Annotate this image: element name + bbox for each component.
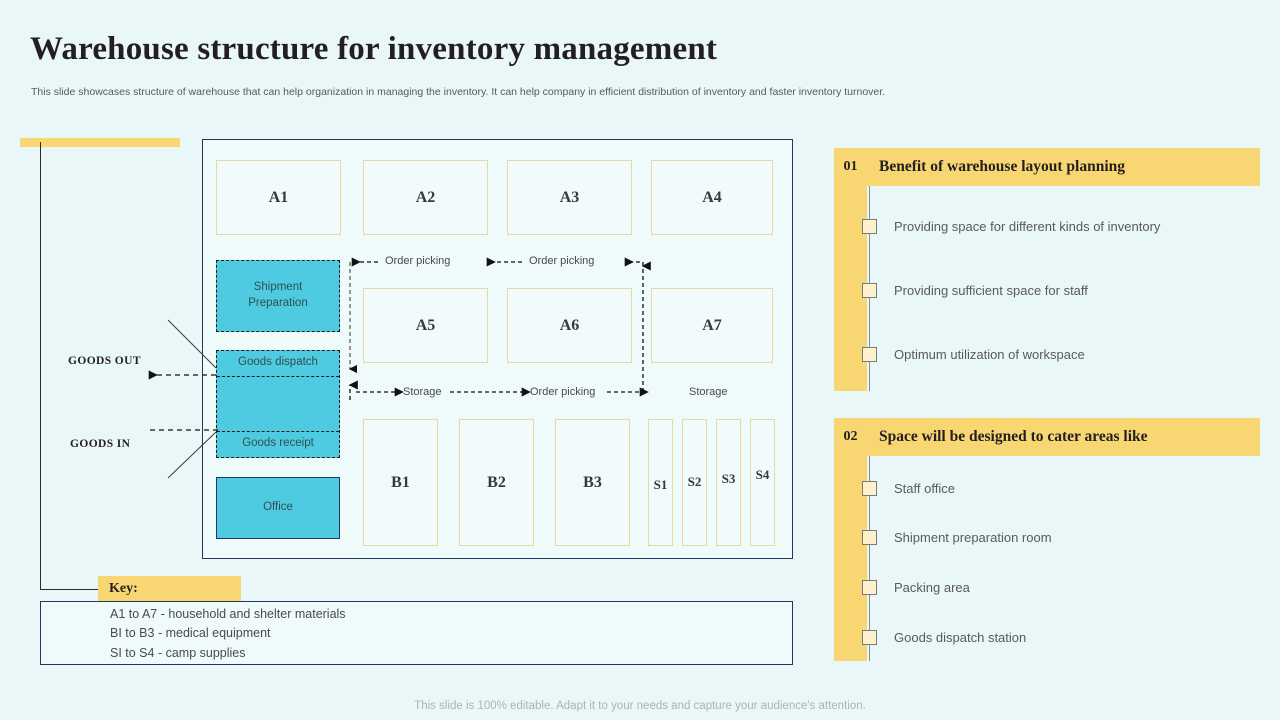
storage-cell-s1[interactable]: S1 (648, 419, 673, 546)
flow-label-order-picking-3: Order picking (527, 386, 599, 398)
cell-label: S3 (721, 471, 736, 486)
panel-item-label: Staff office (894, 480, 955, 496)
panel-number: 02 (843, 429, 858, 444)
key-lines: A1 to A7 - household and shelter materia… (110, 605, 346, 663)
panel-benefit-of-warehouse-layout-planning: 01 Benefit of warehouse layout planning … (834, 148, 1260, 391)
key-connector-vertical (40, 142, 41, 590)
flow-label-storage-1: Storage (400, 386, 445, 398)
dock-block[interactable]: Goods dispatch Goods receipt (216, 350, 340, 458)
storage-cell-b2[interactable]: B2 (459, 419, 534, 546)
panel-item-label: Shipment preparation room (894, 529, 1052, 545)
cell-label: A3 (559, 188, 580, 206)
room-label-goods-receipt: Goods receipt (242, 437, 314, 449)
flow-label-storage-2: Storage (686, 386, 731, 398)
bullet-box-icon (862, 579, 877, 595)
panel-header: 01 Benefit of warehouse layout planning (834, 148, 1260, 186)
key-line-2: BI to B3 - medical equipment (110, 626, 271, 641)
page-title: Warehouse structure for inventory manage… (30, 31, 718, 67)
cell-label: B3 (583, 473, 602, 491)
dock-divider-top (217, 376, 339, 377)
storage-cell-a4[interactable]: A4 (651, 160, 773, 235)
goods-in-label: GOODS IN (70, 438, 131, 450)
storage-cell-s3[interactable]: S3 (716, 419, 741, 546)
dock-divider-bottom (217, 431, 339, 432)
accent-bar (20, 138, 180, 147)
key-tab: Key: (98, 576, 241, 601)
bullet-box-icon (862, 529, 877, 545)
panel-vertical-rule (869, 456, 870, 661)
room-label-line2: Preparation (248, 297, 308, 309)
bullet-box-icon (862, 480, 877, 496)
cell-label: B2 (487, 473, 506, 491)
storage-cell-s2[interactable]: S2 (682, 419, 707, 546)
storage-cell-a3[interactable]: A3 (507, 160, 632, 235)
key-connector-horizontal (40, 589, 102, 590)
panel-title: Space will be designed to cater areas li… (879, 428, 1148, 445)
storage-cell-a6[interactable]: A6 (507, 288, 632, 363)
panel-header: 02 Space will be designed to cater areas… (834, 418, 1260, 456)
cell-label: B1 (391, 473, 410, 491)
storage-cell-a2[interactable]: A2 (363, 160, 488, 235)
panel-item-packing-area[interactable]: Packing area (862, 579, 970, 595)
cell-label: S2 (687, 474, 702, 489)
room-label-line1: Shipment (253, 281, 303, 294)
panel-item-label: Providing sufficient space for staff (894, 282, 1088, 298)
panel-item-goods-dispatch-station[interactable]: Goods dispatch station (862, 629, 1026, 645)
bullet-box-icon (862, 282, 877, 298)
panel-spine (834, 148, 867, 391)
goods-out-label: GOODS OUT (68, 355, 141, 367)
key-line-1: A1 to A7 - household and shelter materia… (110, 607, 346, 621)
cell-label: S1 (653, 477, 668, 492)
storage-cell-a1[interactable]: A1 (216, 160, 341, 235)
key-box (40, 601, 793, 665)
room-office[interactable]: Office (216, 477, 340, 539)
cell-label: A5 (415, 316, 436, 334)
panel-item-shipment-preparation-room[interactable]: Shipment preparation room (862, 529, 1052, 545)
storage-cell-b3[interactable]: B3 (555, 419, 630, 546)
footer-note: This slide is 100% editable. Adapt it to… (414, 700, 866, 712)
cell-label: A4 (702, 188, 722, 206)
bullet-box-icon (862, 346, 877, 362)
room-shipment-preparation[interactable]: Shipment Preparation (216, 260, 340, 332)
panel-item-label: Providing space for different kinds of i… (894, 218, 1161, 234)
panel-title: Benefit of warehouse layout planning (879, 158, 1126, 175)
cell-label: S4 (755, 467, 770, 482)
cell-label: A6 (559, 316, 580, 334)
page-subtitle: This slide showcases structure of wareho… (31, 86, 886, 98)
panel-space-will-be-designed-to-cater-areas-like: 02 Space will be designed to cater areas… (834, 418, 1260, 661)
cell-label: A2 (415, 188, 436, 206)
room-label-office: Office (263, 501, 293, 514)
storage-cell-a7[interactable]: A7 (651, 288, 773, 363)
panel-item-label: Packing area (894, 579, 970, 595)
key-line-3: SI to S4 - camp supplies (110, 645, 246, 660)
storage-cell-a5[interactable]: A5 (363, 288, 488, 363)
panel-item-providing-space-for-different-kinds-of-inventory[interactable]: Providing space for different kinds of i… (862, 218, 1160, 234)
bullet-box-icon (862, 629, 877, 645)
flow-label-order-picking-1: Order picking (382, 255, 454, 267)
storage-cell-s4[interactable]: S4 (750, 419, 775, 546)
panel-spine (834, 418, 867, 661)
storage-cell-b1[interactable]: B1 (363, 419, 438, 546)
panel-item-providing-sufficient-space-for-staff[interactable]: Providing sufficient space for staff (862, 282, 1088, 298)
flow-label-order-picking-2: Order picking (526, 255, 598, 267)
cell-label: A7 (702, 316, 722, 334)
key-tab-label: Key: (109, 580, 138, 596)
panel-item-label: Optimum utilization of workspace (894, 346, 1085, 362)
bullet-box-icon (862, 218, 877, 234)
cell-label: A1 (268, 188, 289, 206)
panel-item-optimum-utilization-of-workspace[interactable]: Optimum utilization of workspace (862, 346, 1085, 362)
panel-item-staff-office[interactable]: Staff office (862, 480, 955, 496)
room-label-goods-dispatch: Goods dispatch (238, 356, 318, 368)
panel-item-label: Goods dispatch station (894, 629, 1027, 645)
panel-number: 01 (843, 159, 858, 174)
